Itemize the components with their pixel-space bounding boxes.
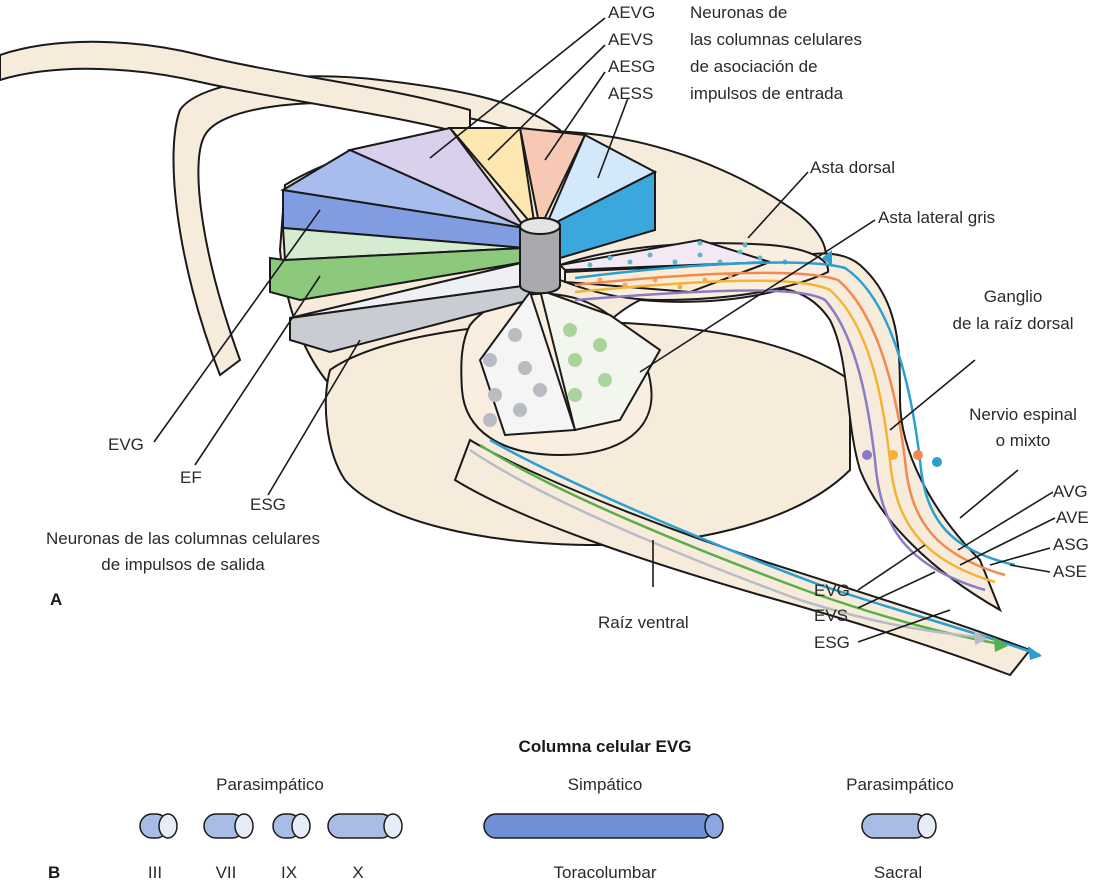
efferent-code-evg: EVG [108, 435, 144, 454]
arrow-evg [1028, 646, 1042, 660]
efferent-caption-2: de impulsos de salida [101, 555, 265, 574]
panel-b: Columna celular EVG Parasimpático Simpát… [48, 737, 954, 882]
afferent-caption-2: las columnas celulares [690, 30, 862, 49]
afferent-caption-4: impulsos de entrada [690, 84, 844, 103]
nervio-label-1: Nervio espinal [969, 405, 1077, 424]
asta-dorsal-label: Asta dorsal [810, 158, 895, 177]
efferent-fiber-esg: ESG [814, 633, 850, 652]
efferent-fiber-evg: EVG [814, 581, 850, 600]
asta-lateral-label: Asta lateral gris [878, 208, 995, 227]
afferent-code-aevg: AEVG [608, 3, 655, 22]
panel-a-letter: A [50, 590, 62, 609]
label-sacral: Sacral [874, 863, 922, 882]
raiz-ventral-label: Raíz ventral [598, 613, 689, 632]
cylinder-toracolumbar [484, 814, 723, 838]
central-canal-body [520, 226, 560, 293]
fiber-code-asg: ASG [1053, 535, 1089, 554]
label-vii: VII [216, 863, 237, 882]
label-x: X [352, 863, 363, 882]
afferent-caption-1: Neuronas de [690, 3, 787, 22]
efferent-code-esg: ESG [250, 495, 286, 514]
fiber-code-avg: AVG [1053, 482, 1088, 501]
fiber-code-ave: AVE [1056, 508, 1089, 527]
group-parasimpatico-1: Parasimpático [216, 775, 324, 794]
group-simpatico: Simpático [568, 775, 643, 794]
label-ix: IX [281, 863, 297, 882]
cylinder-x [328, 814, 402, 838]
afferent-caption-3: de asociación de [690, 57, 818, 76]
nervio-label-2: o mixto [996, 431, 1051, 450]
cylinder-ix [273, 814, 310, 838]
efferent-code-ef: EF [180, 468, 202, 487]
afferent-code-aesg: AESG [608, 57, 655, 76]
ganglio-label-2: de la raíz dorsal [953, 314, 1074, 333]
cylinder-iii [140, 814, 177, 838]
afferent-code-aevs: AEVS [608, 30, 653, 49]
label-toracolumbar: Toracolumbar [554, 863, 657, 882]
central-canal-cap [520, 218, 560, 234]
fiber-code-ase: ASE [1053, 562, 1087, 581]
group-parasimpatico-2: Parasimpático [846, 775, 954, 794]
cylinder-sacral [862, 814, 936, 838]
panel-b-letter: B [48, 863, 60, 882]
efferent-caption-1: Neuronas de las columnas celulares [46, 529, 320, 548]
afferent-code-aess: AESS [608, 84, 653, 103]
cylinder-vii [204, 814, 253, 838]
panel-b-title: Columna celular EVG [519, 737, 692, 756]
label-iii: III [148, 863, 162, 882]
efferent-fiber-evs: EVS [814, 606, 848, 625]
ganglio-label-1: Ganglio [984, 287, 1043, 306]
